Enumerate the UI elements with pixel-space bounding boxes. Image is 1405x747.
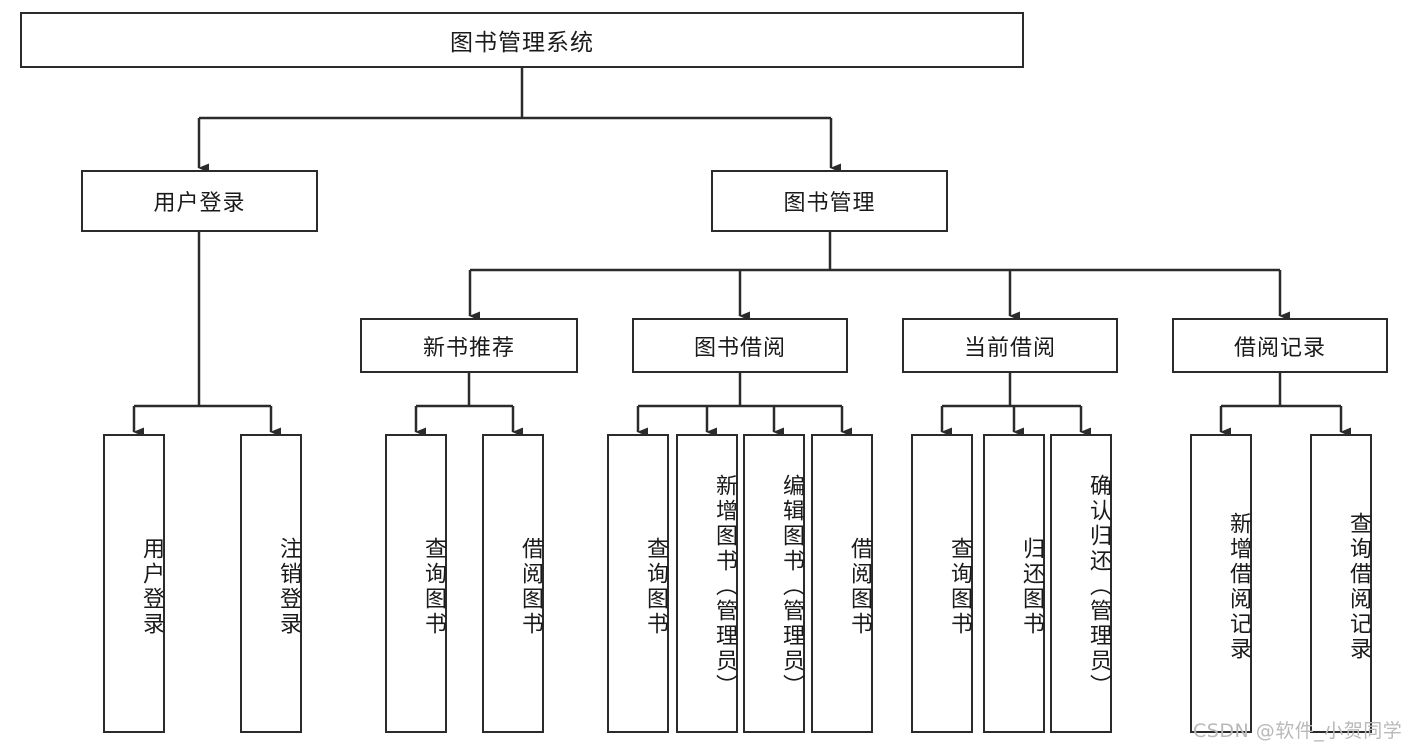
node-label: 新书推荐 <box>422 335 515 361</box>
node-label: 用户登录 <box>139 536 164 637</box>
node-book-management[interactable]: 图书管理 <box>711 170 948 232</box>
node-leaf-confirm-return-admin[interactable]: 确认归还（管理员） <box>1050 434 1112 733</box>
node-label: 借阅记录 <box>1233 335 1326 361</box>
node-label: 图书管理 <box>783 191 876 216</box>
node-label: 借阅图书 <box>518 536 543 637</box>
watermark: CSDN @软件_小贺同学 <box>1193 720 1403 742</box>
node-leaf-logout[interactable]: 注销登录 <box>240 434 302 733</box>
node-new-book-recommend[interactable]: 新书推荐 <box>360 318 578 373</box>
node-leaf-query-book-borrow[interactable]: 查询图书 <box>607 434 669 733</box>
node-leaf-return-book[interactable]: 归还图书 <box>983 434 1045 733</box>
node-label: 新增借阅记录 <box>1226 511 1251 662</box>
node-label: 查询图书 <box>643 536 668 637</box>
node-label: 查询图书 <box>421 536 446 637</box>
node-leaf-add-book-admin[interactable]: 新增图书（管理员） <box>676 434 738 733</box>
node-label: 编辑图书（管理员） <box>779 474 804 699</box>
node-label: 借阅图书 <box>847 536 872 637</box>
node-leaf-edit-book-admin[interactable]: 编辑图书（管理员） <box>743 434 805 733</box>
node-label: 图书管理系统 <box>450 30 594 56</box>
node-user-login[interactable]: 用户登录 <box>81 170 318 232</box>
node-label: 注销登录 <box>276 536 301 637</box>
node-current-borrow[interactable]: 当前借阅 <box>902 318 1118 373</box>
node-label: 新增图书（管理员） <box>712 474 737 699</box>
node-book-borrow[interactable]: 图书借阅 <box>632 318 848 373</box>
node-label: 当前借阅 <box>963 335 1056 361</box>
node-label: 确认归还（管理员） <box>1086 474 1111 699</box>
node-borrow-record[interactable]: 借阅记录 <box>1172 318 1388 373</box>
node-label: 查询借阅记录 <box>1346 511 1371 662</box>
node-leaf-borrow-book[interactable]: 借阅图书 <box>811 434 873 733</box>
node-label: 归还图书 <box>1019 536 1044 637</box>
node-book-management-system[interactable]: 图书管理系统 <box>20 12 1024 68</box>
node-leaf-borrow-book-recommend[interactable]: 借阅图书 <box>482 434 544 733</box>
node-leaf-query-borrow-record[interactable]: 查询借阅记录 <box>1310 434 1372 733</box>
node-label: 用户登录 <box>153 191 246 216</box>
node-leaf-query-book-recommend[interactable]: 查询图书 <box>385 434 447 733</box>
node-label: 图书借阅 <box>693 335 786 361</box>
node-label: 查询图书 <box>947 536 972 637</box>
node-leaf-user-login[interactable]: 用户登录 <box>103 434 165 733</box>
node-leaf-add-borrow-record[interactable]: 新增借阅记录 <box>1190 434 1252 733</box>
node-leaf-query-book-current[interactable]: 查询图书 <box>911 434 973 733</box>
